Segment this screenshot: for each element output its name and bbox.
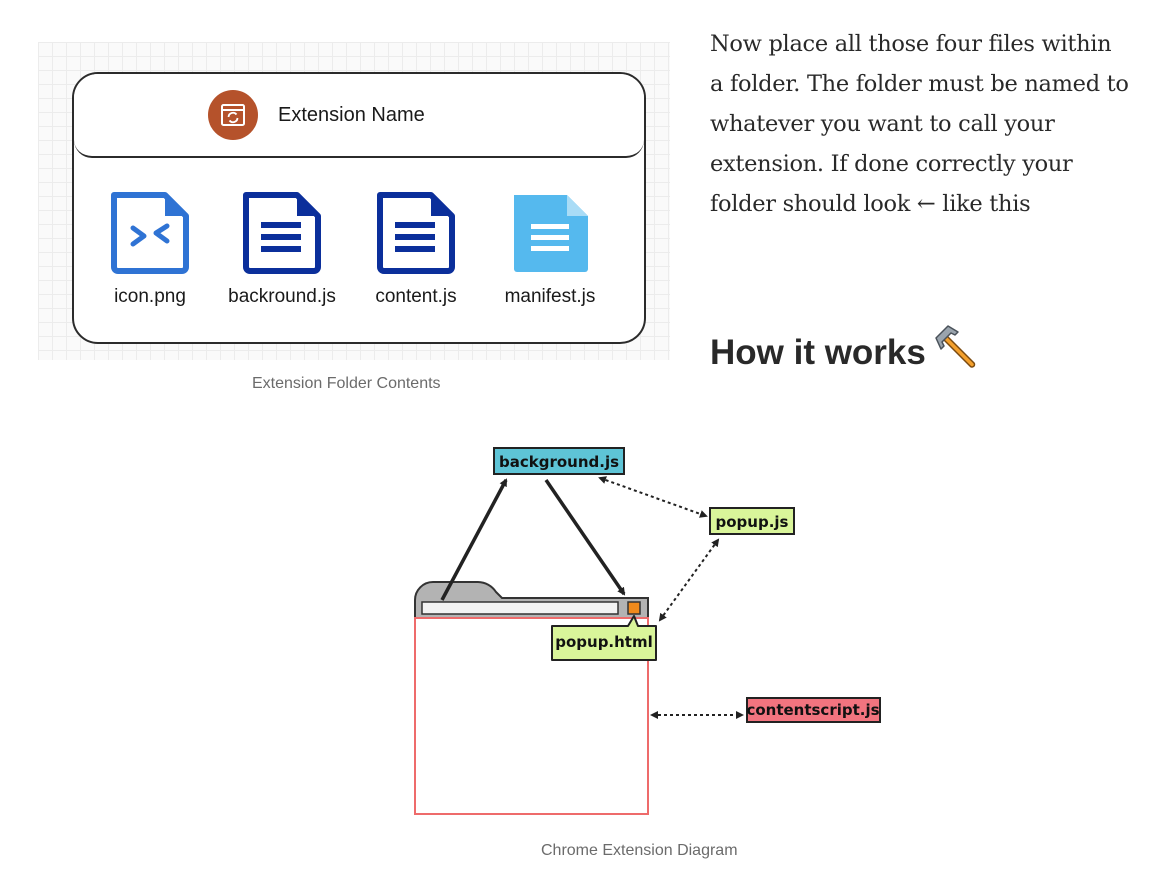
document-icon bbox=[514, 195, 588, 272]
browser-address-bar bbox=[421, 601, 619, 615]
background-js-box bbox=[493, 447, 625, 475]
arrow-background-popupjs bbox=[598, 476, 708, 518]
file-label: manifest.js bbox=[504, 286, 596, 307]
figure-caption: Chrome Extension Diagram bbox=[541, 842, 738, 859]
background-js-label: background.js bbox=[499, 453, 619, 471]
popup-html-callout bbox=[551, 615, 657, 661]
hammer-icon bbox=[935, 325, 976, 368]
file-manifest-js: manifest.js bbox=[490, 190, 610, 308]
arrow-background-to-extension bbox=[544, 479, 626, 596]
browser-window bbox=[414, 581, 649, 815]
file-background-js: backround.js bbox=[222, 190, 342, 308]
arrow-browser-to-background bbox=[440, 478, 508, 601]
body-paragraph: Now place all those four files within a … bbox=[710, 31, 1129, 217]
figure-caption: Extension Folder Contents bbox=[252, 375, 441, 392]
chrome-extension-diagram: background.js popup.js popup.html conten… bbox=[414, 447, 881, 815]
arrow-popupjs-popuphtml bbox=[658, 538, 720, 622]
extension-folder-icon bbox=[208, 90, 258, 140]
extension-button-icon bbox=[627, 601, 641, 615]
section-heading: How it works bbox=[710, 324, 978, 373]
extension-name: Extension Name bbox=[278, 104, 425, 126]
contentscript-js-label: contentscript.js bbox=[746, 701, 879, 719]
document-icon bbox=[243, 192, 321, 274]
popup-js-label: popup.js bbox=[716, 513, 789, 531]
contentscript-js-box bbox=[746, 697, 881, 723]
section-heading-text: How it works bbox=[710, 333, 926, 372]
code-file-icon bbox=[111, 192, 189, 274]
folder-header: Extension Name bbox=[74, 74, 644, 158]
document-icon bbox=[377, 192, 455, 274]
popup-js-box bbox=[709, 507, 795, 535]
popup-html-label: popup.html bbox=[555, 633, 653, 651]
file-label: content.js bbox=[375, 286, 457, 307]
file-label: icon.png bbox=[114, 286, 186, 307]
file-content-js: content.js bbox=[356, 190, 476, 308]
extension-folder-figure: Extension Name icon.png backround.js bbox=[38, 42, 670, 360]
folder-card: Extension Name icon.png backround.js bbox=[72, 72, 646, 344]
file-label: backround.js bbox=[228, 286, 336, 307]
file-icon-png: icon.png bbox=[90, 190, 210, 308]
